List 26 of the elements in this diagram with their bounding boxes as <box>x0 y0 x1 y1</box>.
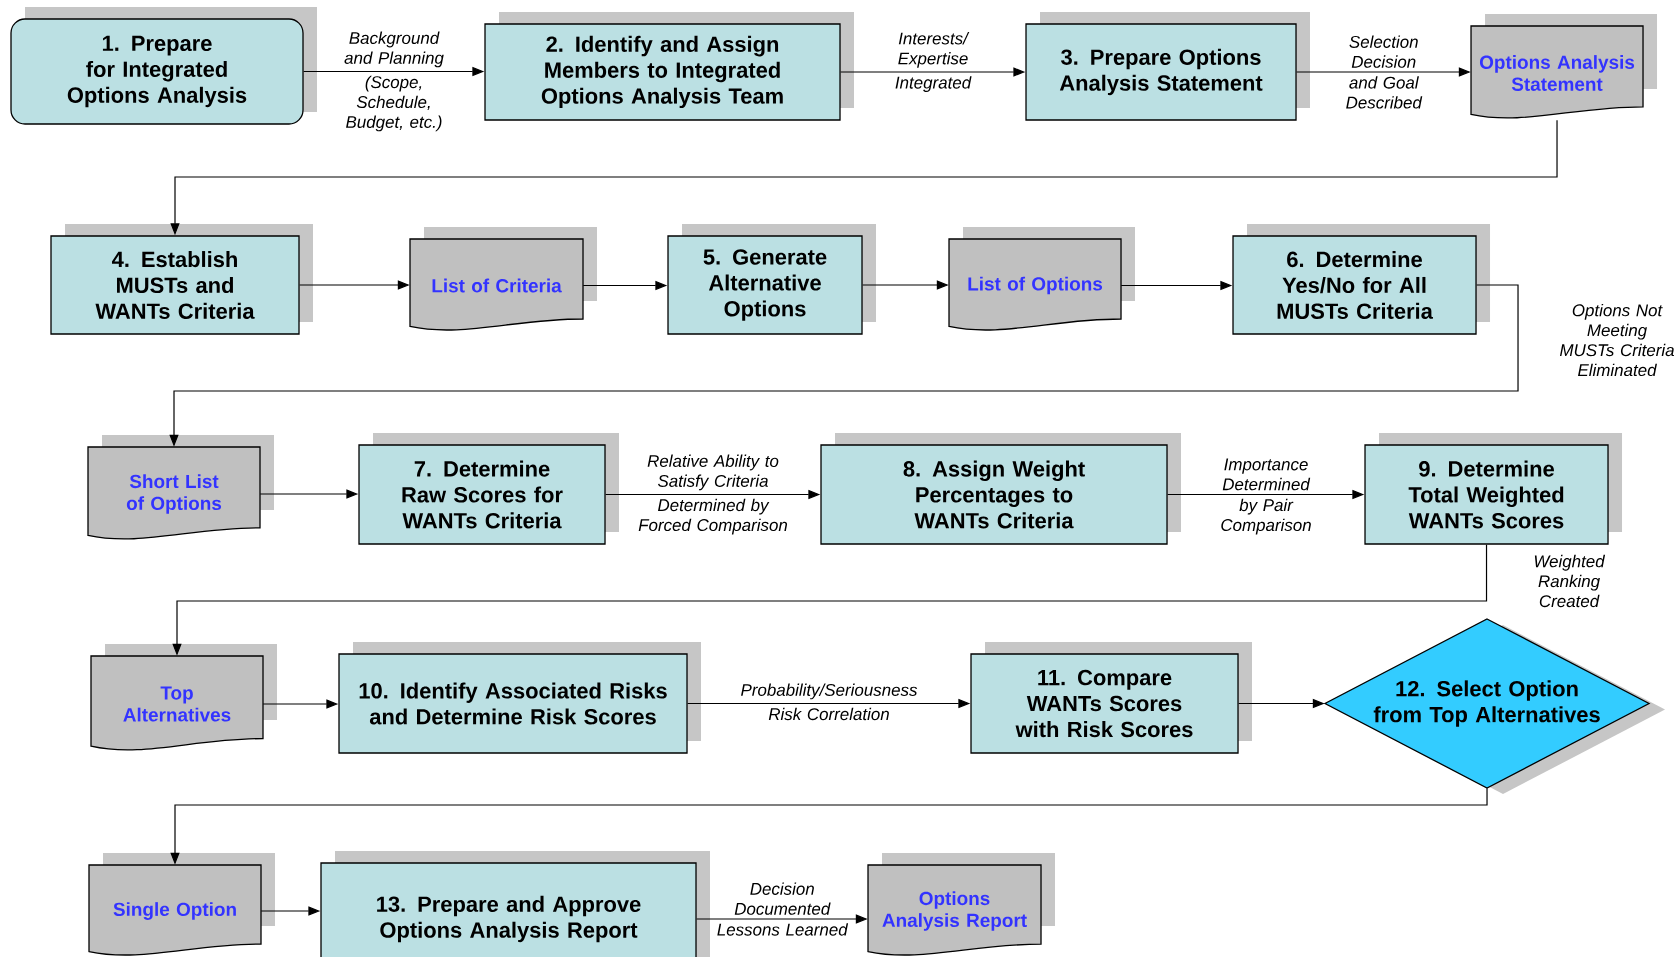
process-box: 3. Prepare Options Analysis Statement <box>1025 12 1310 121</box>
process-box: 13. Prepare and Approve Options Analysis Report <box>320 851 710 957</box>
process-box: 10. Identify Associated Risks and Determine Risk Scores <box>338 642 701 754</box>
edge-label: Interests/ Expertise <box>898 32 970 68</box>
label-text: Integrated <box>895 76 972 92</box>
label-text: Risk Correlation <box>768 707 889 721</box>
edge-label: Relative Ability to Satisfy Criteria <box>647 454 779 491</box>
label-text: Lessons Learned <box>717 923 849 936</box>
edge-label: Weighted Ranking Created <box>1534 554 1606 608</box>
process-box: 7. Determine Raw Scores for WANTs Criteria <box>358 433 619 545</box>
edge-label: Options Not Meeting MUSTs Criteria Eliminated <box>1559 303 1674 377</box>
process-box: 1. Prepare for Integrated Options Analysis <box>10 7 317 125</box>
label-text: by Pair Comparison <box>1221 498 1311 535</box>
label-text: (Scope, Schedule, Budget, etc.) <box>346 75 442 132</box>
process-box: 6. Determine Yes/No for All MUSTs Criteria <box>1232 224 1490 335</box>
process-box: 9. Determine Total Weighted WANTs Scores <box>1364 433 1622 545</box>
edge-label: Background and Planning <box>344 31 444 68</box>
process-box: 11. Compare WANTs Scores with Risk Scores <box>970 642 1252 754</box>
process-box: 2. Identify and Assign Members to Integrated Options Analysis Team <box>484 12 854 121</box>
process-box: 8. Assign Weight Percentages to WANTs Criteria <box>820 433 1181 545</box>
edge-label: Decision Documented <box>734 882 831 915</box>
label-text: and Goal Described <box>1346 76 1423 109</box>
process-box: 5. Generate Alternative Options <box>667 224 876 335</box>
label-text: Determined by Forced Comparison <box>638 498 788 535</box>
process-box: 4. Establish MUSTs and WANTs Criteria <box>50 224 313 335</box>
edge-label: Probability/Seriousness <box>741 683 918 700</box>
